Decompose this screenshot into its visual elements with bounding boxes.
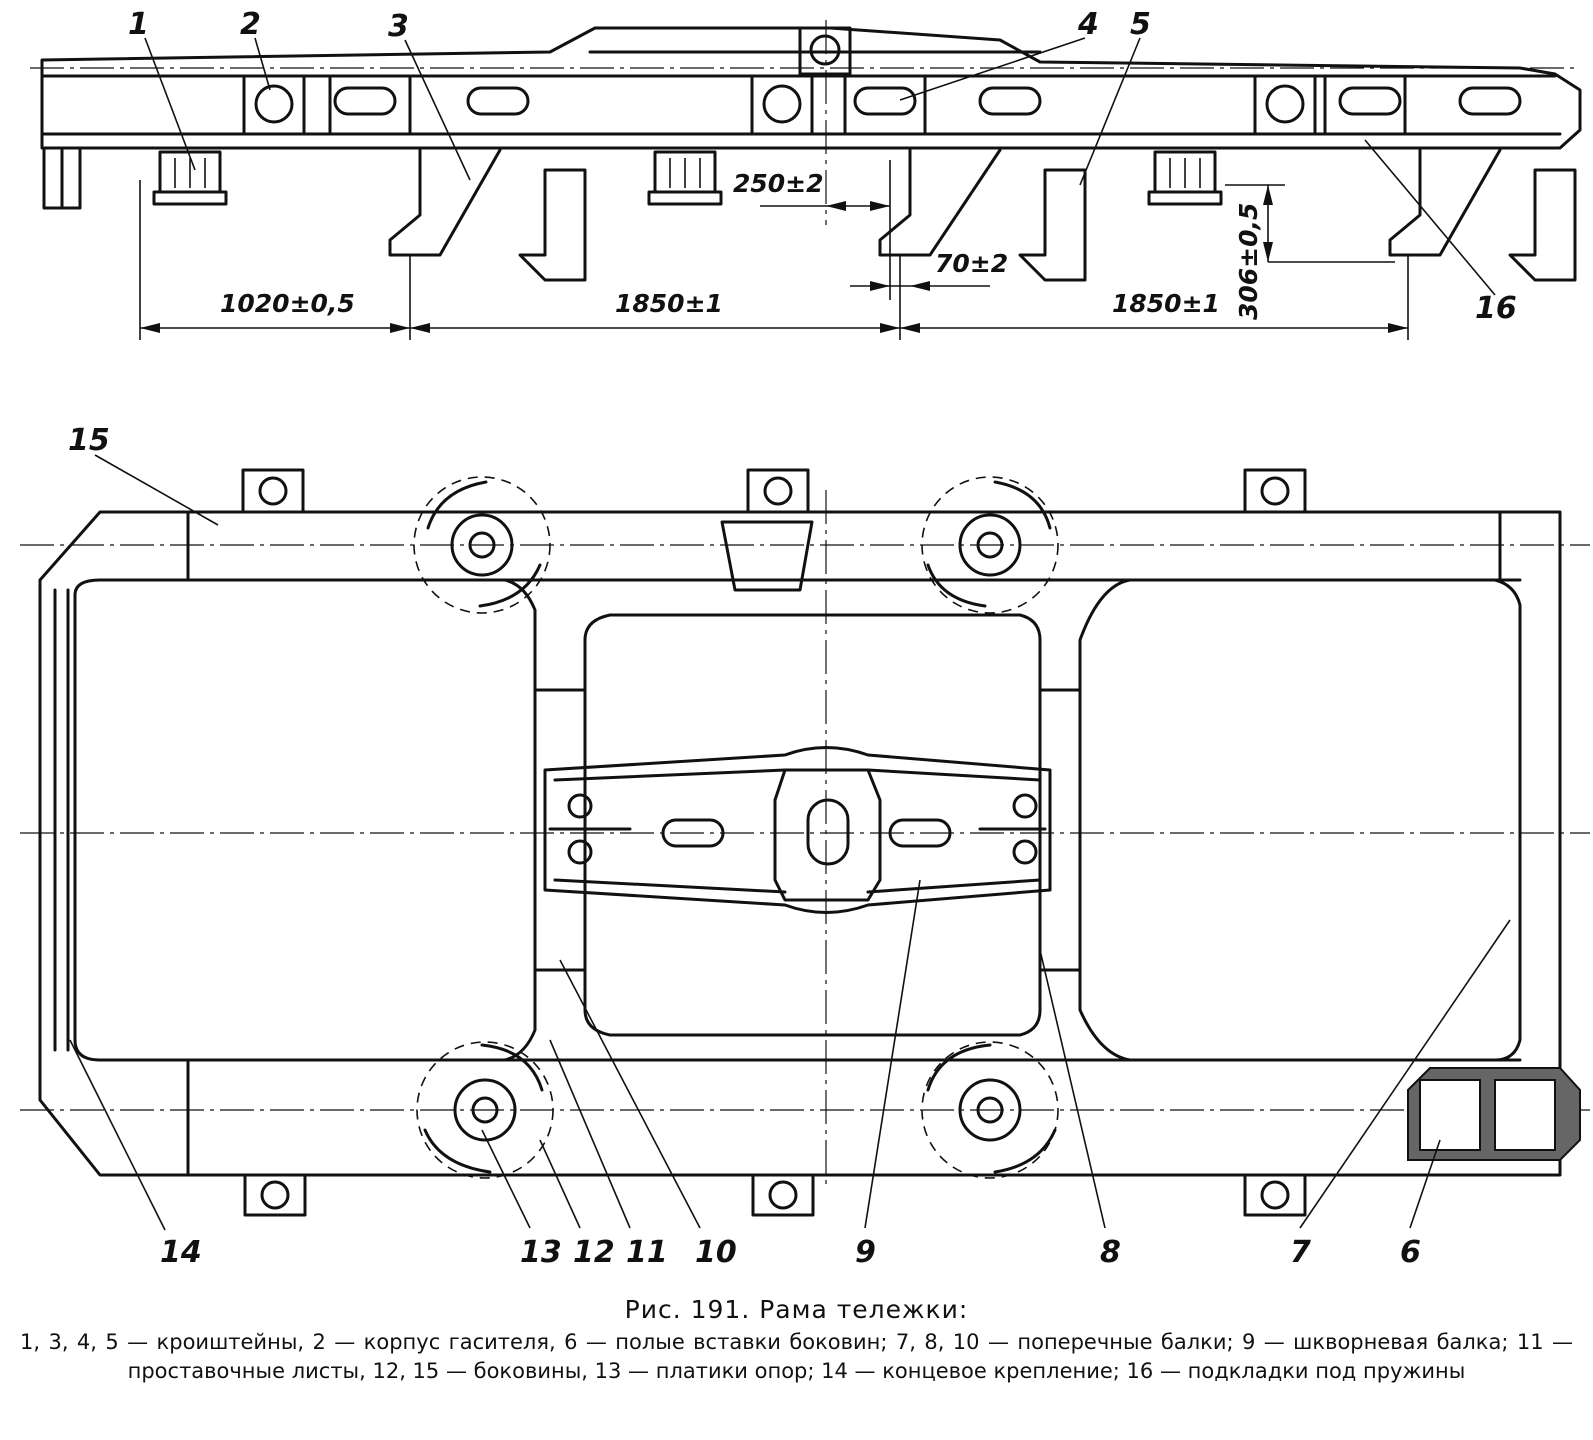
spring-cup-1 — [152, 150, 228, 206]
dimension-306: 306±0,5 — [1234, 203, 1263, 320]
dimension-1850-right: 1850±1 — [1112, 289, 1220, 318]
callout-14: 14 — [160, 1235, 202, 1270]
dimension-1020: 1020±0,5 — [220, 289, 355, 318]
bogie-frame-drawing: 1 2 3 4 5 16 15 14 13 12 11 10 9 8 7 6 2… — [20, 7, 1590, 1270]
callout-13: 13 — [520, 1235, 562, 1270]
damper-housing-1 — [242, 74, 306, 136]
caption-legend: 1, 3, 4, 5 — кроиштейны, 2 — корпус гаси… — [20, 1330, 1573, 1383]
callout-16: 16 — [1475, 291, 1517, 326]
dim-line-306 — [1225, 184, 1395, 263]
dim-line-1850-left — [410, 323, 900, 333]
callout-11: 11 — [626, 1235, 668, 1270]
plan-view — [20, 454, 1590, 1231]
callout-3: 3 — [388, 9, 409, 44]
dimension-1850-left: 1850±1 — [615, 289, 723, 318]
callout-8: 8 — [1100, 1235, 1121, 1270]
dim-line-1850-right — [900, 323, 1408, 333]
callout-12: 12 — [573, 1235, 615, 1270]
spring-cup-3 — [1147, 150, 1223, 206]
support-pad-top-left — [413, 476, 551, 614]
kingpin-bolster — [543, 746, 1052, 914]
callout-5: 5 — [1130, 7, 1151, 42]
support-pad-bottom-right — [921, 1041, 1059, 1179]
callout-10: 10 — [695, 1235, 737, 1270]
damper-housing-2 — [750, 74, 814, 136]
dim-line-70 — [850, 240, 990, 300]
side-view — [30, 20, 1582, 340]
damper-housing-3 — [1253, 74, 1317, 136]
top-damper — [798, 26, 852, 76]
support-pad-top-right — [921, 476, 1059, 614]
dim-line-250 — [760, 160, 891, 240]
callout-15: 15 — [68, 423, 110, 458]
spring-cup-2 — [647, 150, 723, 206]
figure-caption: Рис. 191. Рама тележки: 1, 3, 4, 5 — кро… — [0, 1295, 1593, 1386]
callout-9: 9 — [855, 1235, 876, 1270]
dim-line-1020 — [140, 323, 410, 333]
callout-4: 4 — [1077, 7, 1099, 42]
callout-2: 2 — [240, 7, 261, 42]
dimension-250: 250±2 — [733, 169, 824, 198]
hollow-insert-section — [1407, 1067, 1581, 1161]
callout-6: 6 — [1400, 1235, 1421, 1270]
dimension-70: 70±2 — [935, 249, 1008, 278]
callout-7: 7 — [1290, 1235, 1311, 1270]
callout-1: 1 — [128, 7, 149, 42]
caption-title: Рис. 191. Рама тележки: — [624, 1295, 969, 1324]
support-pad-bottom-left — [416, 1041, 554, 1179]
